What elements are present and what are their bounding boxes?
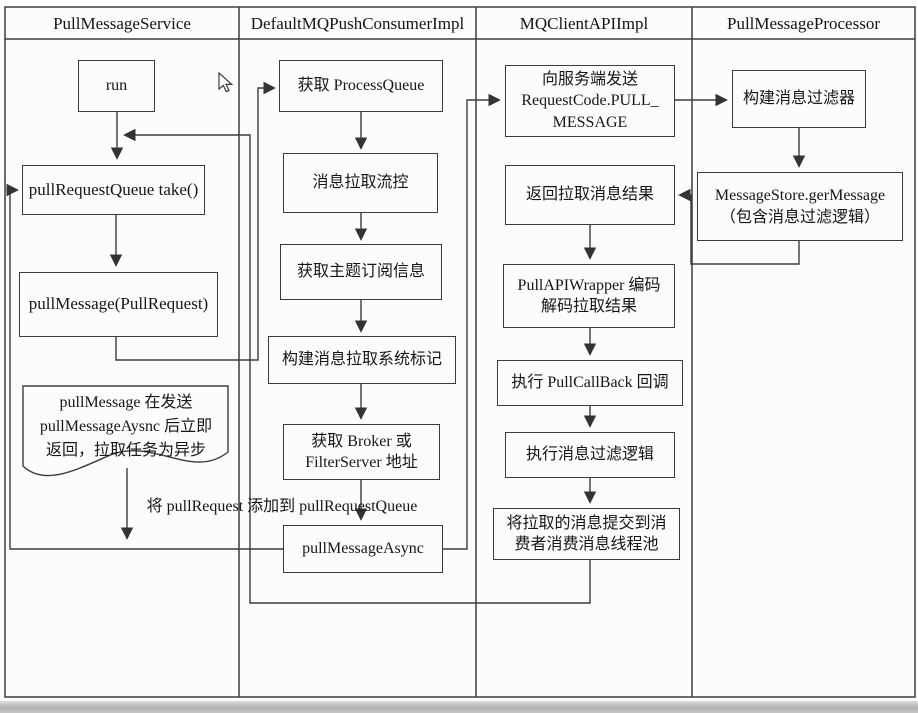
node-filter-exec: 执行消息过滤逻辑 bbox=[505, 432, 675, 478]
note-async-comment: pullMessage 在发送 pullMessageAysnc 后立即 返回，… bbox=[39, 394, 213, 459]
node-pull-message-async: pullMessageAsync bbox=[283, 525, 443, 573]
edge-pullasync-to-sendrequest bbox=[443, 93, 501, 550]
node-get-process-queue: 获取 ProcessQueue bbox=[279, 60, 443, 112]
diagram-outer-border bbox=[4, 6, 916, 698]
scan-edge-band bbox=[0, 701, 918, 713]
node-send-pull-request: 向服务端发送 RequestCode.PULL_ MESSAGE bbox=[505, 65, 675, 137]
edge-submit-loopback-to-take bbox=[123, 128, 591, 604]
lane-header-pullmessageservice: PullMessageService bbox=[53, 14, 191, 33]
node-pullcallback: 执行 PullCallBack 回调 bbox=[497, 360, 683, 406]
edge-label-requeue: 将 pullRequest 添加到 pullRequestQueue bbox=[146, 498, 418, 515]
node-sys-flag: 构建消息拉取系统标记 bbox=[268, 336, 456, 384]
lane-header-pullmessageprocessor: PullMessageProcessor bbox=[727, 14, 880, 33]
mouse-cursor-icon bbox=[218, 71, 234, 93]
node-submit-to-threadpool: 将拉取的消息提交到消 费者消费消息线程池 bbox=[493, 508, 680, 560]
node-take: pullRequestQueue take() bbox=[22, 165, 205, 215]
node-run: run bbox=[78, 60, 155, 112]
node-pullapiwrapper: PullAPIWrapper 编码 解码拉取结果 bbox=[503, 264, 675, 328]
edge-pullasync-requeue-to-take bbox=[6, 183, 283, 550]
node-pull-message: pullMessage(PullRequest) bbox=[19, 272, 218, 337]
edge-pullmessage-to-getprocessqueue bbox=[115, 81, 276, 361]
lane-header-defaultmqpushconsumerimpl: DefaultMQPushConsumerImpl bbox=[250, 14, 465, 33]
lane-header-mqclientapiimpl: MQClientAPIImpl bbox=[519, 14, 649, 33]
note-shape bbox=[22, 385, 229, 477]
node-return-result: 返回拉取消息结果 bbox=[505, 165, 675, 225]
node-subscription-info: 获取主题订阅信息 bbox=[280, 244, 442, 300]
node-message-store: MessageStore.gerMessage （包含消息过滤逻辑） bbox=[697, 172, 903, 241]
node-build-message-filter: 构建消息过滤器 bbox=[732, 70, 866, 128]
node-broker-address: 获取 Broker 或 FilterServer 地址 bbox=[283, 424, 440, 480]
node-flow-control: 消息拉取流控 bbox=[283, 153, 438, 213]
edge-messagestore-to-result bbox=[678, 188, 800, 265]
